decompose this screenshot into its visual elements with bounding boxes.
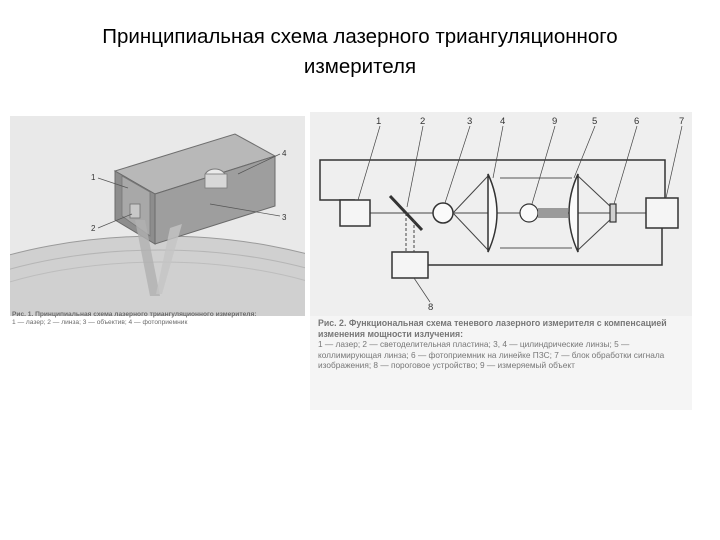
threshold-device (391, 251, 429, 279)
cylindrical-lens-3 (432, 202, 454, 224)
cylindrical-lens-4 (487, 173, 498, 253)
collimating-lens (568, 173, 579, 253)
figure2-caption: Рис. 2. Функциональная схема теневого ла… (318, 318, 692, 371)
figure1-caption-body: 1 — лазер; 2 — линза; 3 — объектив; 4 — … (12, 319, 188, 327)
object-shadow (538, 208, 568, 218)
fig2-label-3: 3 (467, 116, 472, 127)
fig2-label-2: 2 (420, 116, 425, 127)
functional-schematic-diagram: 1 2 3 4 9 5 6 7 8 (310, 112, 692, 317)
feedback-loop-line (319, 159, 666, 201)
fig1-label-4: 4 (282, 149, 287, 158)
fig1-label-2: 2 (91, 224, 96, 233)
fig2-label-7: 7 (679, 116, 684, 127)
slide-title-line1: Принципиальная схема лазерного триангуля… (102, 25, 618, 48)
triangulation-sensor-image: 1 2 4 3 (10, 116, 305, 316)
figure1-illustration: 1 2 4 3 (10, 116, 305, 316)
fig1-label-3: 3 (282, 213, 287, 222)
fig2-label-1: 1 (376, 116, 381, 127)
figure2: 1 2 3 4 9 5 6 7 8 (310, 112, 692, 317)
figure1-caption: Рис. 1. Принципиальная схема лазерного т… (12, 311, 304, 328)
figure2-caption-head: Рис. 2. Функциональная схема теневого ла… (318, 318, 667, 339)
fig1-label-1: 1 (91, 173, 96, 182)
signal-processing-block (645, 197, 679, 229)
figure1-caption-head: Рис. 1. Принципиальная схема лазерного т… (12, 311, 257, 318)
ccd-photoreceiver (609, 203, 617, 223)
fig2-label-5: 5 (592, 116, 597, 127)
measured-object (519, 203, 539, 223)
fig2-label-9: 9 (552, 116, 557, 127)
figure1: 1 2 4 3 (10, 116, 305, 334)
laser-block (339, 199, 371, 227)
slide-title: Принципиальная схема лазерного триангуля… (0, 22, 720, 82)
fig2-label-6: 6 (634, 116, 639, 127)
slide-title-line2: измерителя (303, 55, 417, 78)
fig2-label-4: 4 (500, 116, 505, 127)
figure2-caption-body: 1 — лазер; 2 — светоделительная пластина… (318, 339, 665, 371)
figure2-caption-background (310, 316, 692, 410)
fig2-label-8: 8 (428, 302, 433, 313)
